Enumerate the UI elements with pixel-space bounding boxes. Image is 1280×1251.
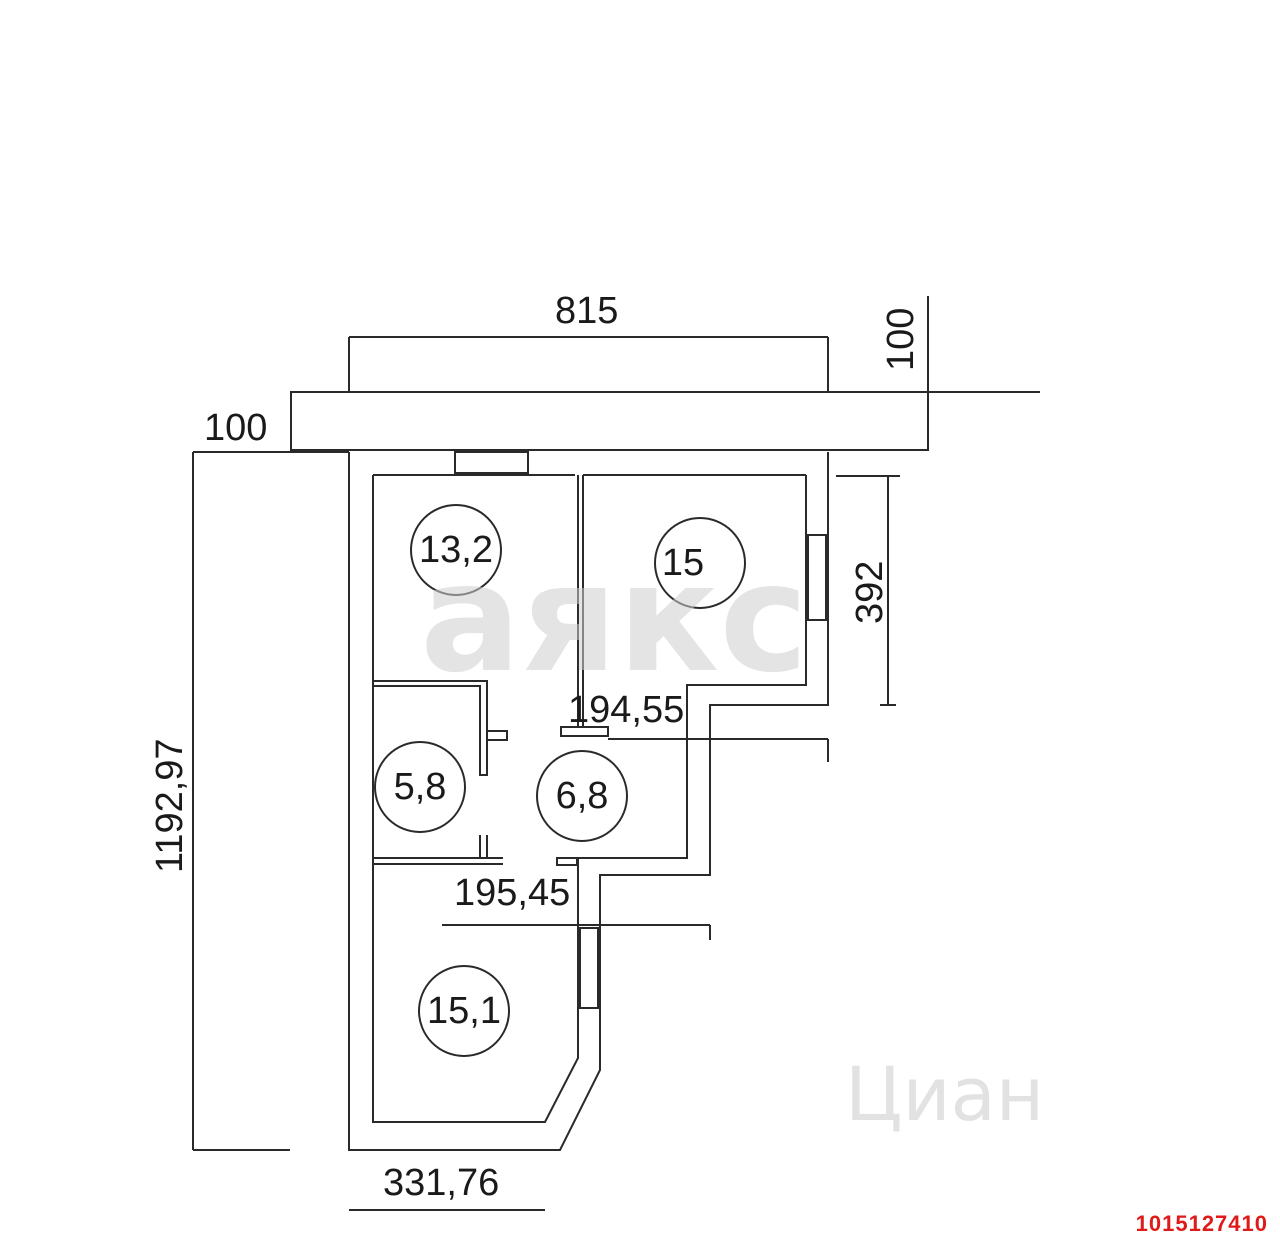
dim-label-1192: 1192,97 [149,738,191,873]
door-stub-3 [556,857,578,866]
dim-label-100-left: 100 [204,407,267,449]
room-area-1: 13,2 [419,529,493,571]
partition-room3-lower [479,835,488,859]
dim-label-194: 194,55 [568,689,684,731]
dim-label-392: 392 [849,561,891,624]
watermark-main: аякс [420,532,808,706]
outer-wall [348,452,829,1151]
room-circle-5 [418,965,510,1057]
window-top [454,451,529,474]
room-circle-3 [374,741,466,833]
room-circle-1 [410,504,502,596]
room-area-5: 15,1 [427,990,501,1032]
room-circle-4 [536,750,628,842]
door-stub-2 [486,730,508,741]
room-area-2: 15 [662,542,704,584]
room-area-4: 6,8 [556,775,609,817]
partition-room3 [373,680,488,776]
watermark-secondary: Циан [845,1052,1044,1138]
room-circle-2 [654,517,746,609]
dim-label-331: 331,76 [383,1162,499,1204]
window-right [807,534,827,621]
room-area-3: 5,8 [394,766,447,808]
dim-label-100-top: 100 [880,308,922,371]
dim-label-195: 195,45 [454,872,570,914]
dim-label-815: 815 [555,290,618,332]
door-stub-1 [560,726,609,737]
top-slab [290,391,929,451]
window-lower [579,927,599,1009]
listing-id: 1015127410 [1135,1211,1268,1236]
